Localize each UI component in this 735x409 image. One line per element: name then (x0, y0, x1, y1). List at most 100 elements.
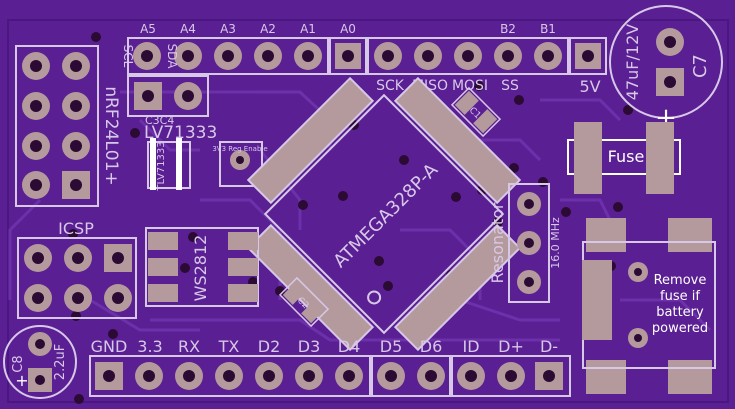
label-5v: 5V (579, 77, 600, 96)
ws2812-pad[interactable] (228, 232, 258, 250)
cap-c1-pad[interactable] (454, 90, 479, 115)
mcu: ATMEGA328P-A (246, 76, 522, 352)
cap-c8-label: C8 (11, 355, 26, 372)
cap-c7-label: C7 (690, 54, 711, 78)
regulator-outline (147, 141, 191, 189)
label-b1: B1 (540, 22, 556, 36)
battery-holder: Remove fuse if battery powered (582, 218, 716, 394)
fuse-pad[interactable] (646, 122, 674, 194)
label-sck: SCK (376, 78, 405, 94)
note-line-1: Remove (654, 273, 707, 288)
label-a3: A3 (220, 22, 236, 36)
a0-header-outline (329, 37, 367, 75)
bottom-header: GND 3.3 RX TX D2 D3 D4 D5 D6 ID D+ D- (89, 337, 571, 397)
board-outline (7, 19, 729, 403)
bottom-header-outline-1 (89, 355, 371, 397)
spi-header-outline (367, 37, 569, 75)
bottom-header-outline-2 (371, 355, 451, 397)
label-d3: D3 (298, 337, 321, 356)
regulator-sub-label: TLV71333 (156, 141, 167, 191)
battery-pad[interactable] (586, 218, 626, 252)
fuse: Fuse (567, 122, 681, 194)
battery-pad[interactable] (586, 360, 626, 394)
cap-c8-value: 2.2uF (53, 344, 68, 380)
mcu-body-outline (263, 93, 505, 335)
label-d4: D4 (338, 337, 361, 356)
label-d5: D5 (380, 337, 403, 356)
top-header: SCL SDA A5 A4 A3 A2 A1 A0 B2 B1 SCK MISO… (121, 22, 607, 96)
label-a1: A1 (300, 22, 316, 36)
cap-c7-outline (609, 5, 723, 119)
label-3v3: 3.3 (137, 337, 162, 356)
label-tx: TX (218, 337, 240, 356)
battery-pad[interactable] (668, 218, 712, 252)
label-a5: A5 (140, 22, 156, 36)
cap-c1: C1 (450, 86, 502, 138)
resonator-freq: 16.0 MHz (549, 217, 562, 269)
label-d2: D2 (258, 337, 281, 356)
cap-c7-value: 47uF/12V (623, 24, 642, 100)
regulator-label: LV71333 (144, 123, 217, 143)
ws2812-pad[interactable] (148, 284, 178, 302)
cap-c1-outline (450, 86, 502, 138)
label-b2: B2 (500, 22, 516, 36)
resonator-outline (508, 183, 550, 303)
nrf24-header: nRF24L01+ (15, 45, 121, 207)
ws2812-pad[interactable] (228, 258, 258, 276)
note-line-4: powered (652, 321, 708, 336)
icsp-label: ICSP (58, 219, 94, 238)
label-dplus: D+ (498, 337, 524, 356)
top-header-outline (127, 37, 329, 75)
cap-c8-polarity: + (15, 371, 28, 390)
regulator-pad[interactable] (176, 138, 182, 190)
label-a2: A2 (260, 22, 276, 36)
battery-pad[interactable] (668, 360, 712, 394)
ws2812-pad[interactable] (228, 284, 258, 302)
note-line-2: fuse if (660, 289, 700, 304)
power-header-outline (569, 37, 607, 75)
ws2812-pad[interactable] (148, 232, 178, 250)
i2c-header-outline (127, 75, 209, 117)
label-gnd: GND (91, 337, 128, 356)
label-d6: D6 (420, 337, 443, 356)
fuse-pad[interactable] (574, 122, 602, 194)
label-ss: SS (501, 78, 519, 94)
bottom-header-outline-3 (451, 355, 571, 397)
nrf24-header-outline (15, 45, 99, 207)
cap-c8-outline (3, 325, 77, 399)
cap-c2-outline (278, 276, 330, 328)
label-a0: A0 (340, 22, 356, 36)
battery-side-pad[interactable] (582, 260, 612, 340)
regulator-pad[interactable] (150, 138, 156, 190)
resonator-label: Resonator (488, 202, 507, 283)
cap-c1-pad[interactable] (473, 109, 498, 134)
icsp-header: ICSP (17, 219, 137, 319)
note-line-3: battery (656, 305, 704, 320)
mcu-pin1-marker (367, 290, 382, 305)
cap-c2: C2 (278, 276, 330, 328)
cap-c8: C8 2.2uF + (3, 325, 77, 399)
mcu-pin-row-top[interactable] (246, 76, 375, 205)
nrf24-label: nRF24L01+ (101, 86, 121, 185)
cap-c2-pad[interactable] (301, 299, 326, 324)
regulator: C3C4 LV71333 TLV71333 3V3 Reg Enable (144, 114, 268, 192)
label-mosi: MOSI (452, 78, 488, 94)
label-a4: A4 (180, 22, 196, 36)
icsp-outline (17, 237, 137, 319)
fuse-outline (567, 139, 681, 175)
cap-c2-pad[interactable] (282, 280, 307, 305)
regulator-enable-label: 3V3 Reg Enable (212, 145, 267, 153)
ws2812-pad[interactable] (148, 258, 178, 276)
mcu-pin-row-left[interactable] (246, 223, 375, 352)
label-sda: SDA (165, 44, 179, 70)
label-rx: RX (178, 337, 200, 356)
i2c-header (127, 75, 209, 117)
label-scl: SCL (121, 45, 135, 68)
cap-c3c4-label: C3C4 (145, 114, 174, 127)
ws2812-label: WS2812 (191, 235, 210, 302)
fuse-label: Fuse (608, 147, 645, 166)
label-dminus: D- (540, 337, 558, 356)
ws2812-led: WS2812 (145, 227, 259, 307)
regulator-enable-jumper[interactable] (219, 141, 263, 187)
